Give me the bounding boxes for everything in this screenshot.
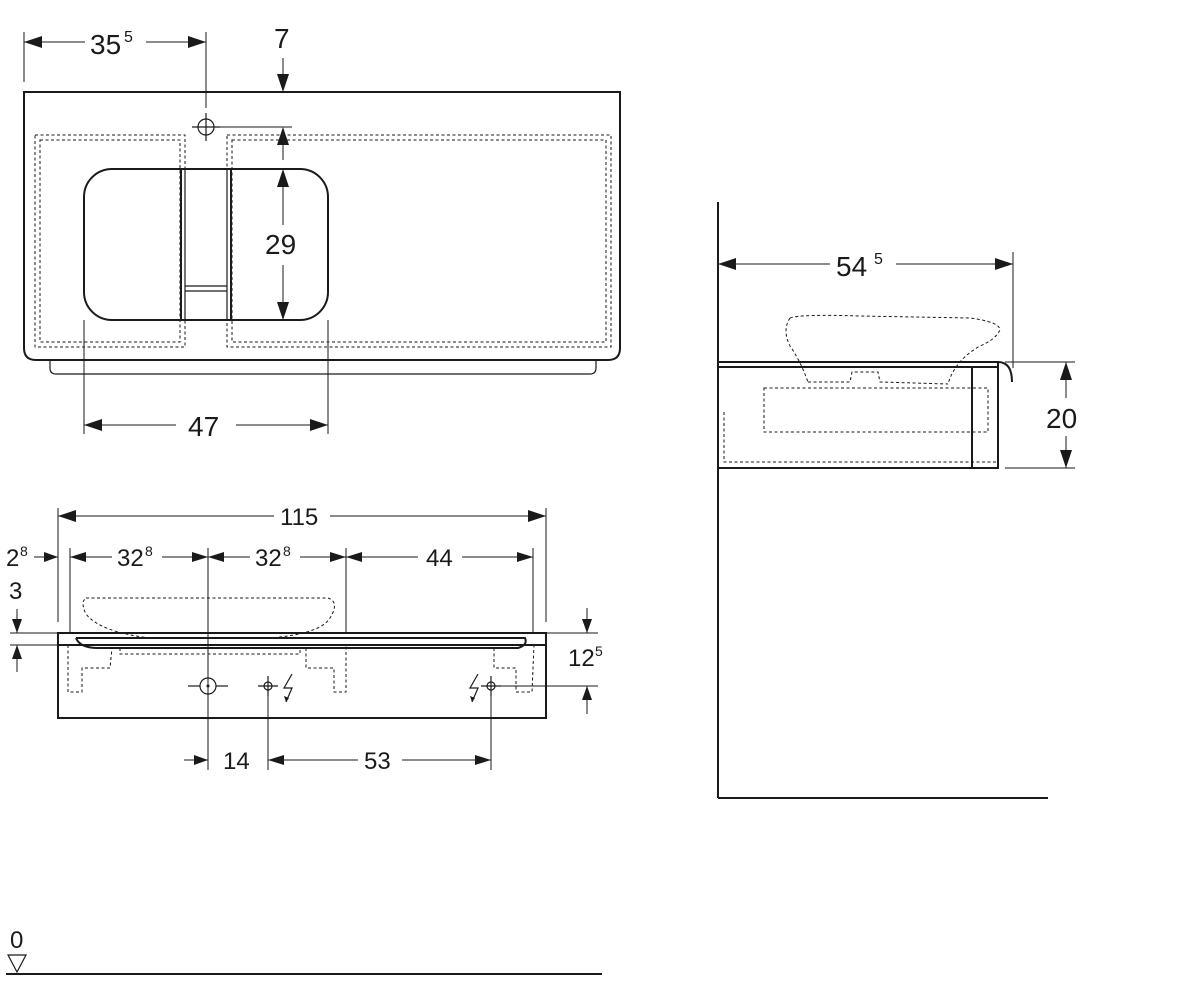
dimension-bowl-width: 47	[84, 411, 328, 442]
dimension-side-depth: 54 5	[718, 251, 1013, 282]
dim-label: 29	[265, 229, 296, 260]
dimension-total-width: 115	[58, 504, 546, 531]
dim-label-sup: 5	[124, 29, 133, 46]
dimension-outlet-offset: 14	[184, 748, 250, 775]
dim-label: 44	[426, 545, 453, 572]
dim-label: 47	[188, 411, 219, 442]
dimension-socket-distance: 53	[268, 748, 491, 775]
floor-level-marker: 0	[6, 927, 602, 975]
front-drawer-right	[305, 645, 347, 693]
level-triangle-icon	[7, 954, 27, 974]
front-basin-rim	[75, 637, 527, 649]
lightning-bolt-icon-right	[468, 673, 479, 703]
dim-label: 12	[568, 645, 595, 672]
dim-label: 53	[364, 748, 391, 775]
front-drawer-far-right	[493, 644, 535, 693]
dimension-left-margin: 2 8	[6, 543, 58, 572]
top-view-outline	[23, 91, 621, 361]
dim-label: 14	[223, 748, 250, 775]
dim-label-sup: 8	[283, 543, 291, 559]
dim-label: 7	[274, 23, 290, 54]
dimension-top-edge: 7	[274, 23, 290, 160]
left-drawer-inner	[39, 139, 181, 343]
dim-label: 35	[90, 29, 121, 60]
dimension-right-half: 32 8	[208, 543, 346, 572]
dim-label: 115	[280, 504, 318, 531]
dim-label-sup: 5	[595, 643, 603, 659]
dim-label: 32	[117, 545, 144, 572]
front-drawer-mid	[119, 648, 301, 655]
side-front-edge	[997, 361, 1013, 383]
tap-hole-icon	[192, 113, 220, 141]
dimension-outlet-height: 12 5	[568, 608, 603, 714]
dim-label-sup: 5	[874, 251, 883, 268]
front-view: 115 2 8 32 8 32 8	[6, 504, 603, 775]
top-view: 35 5 7 29 47	[23, 23, 621, 442]
dim-label: 2	[6, 545, 19, 572]
basin-bowl	[83, 168, 329, 321]
floor-level-label: 0	[10, 927, 23, 954]
dim-label: 32	[255, 545, 282, 572]
dim-label: 3	[9, 578, 22, 605]
socket-right-icon	[481, 676, 501, 696]
dimension-top-left-offset: 35 5	[24, 29, 206, 60]
dimension-top-thickness: 3	[9, 578, 22, 672]
left-drawer-outline	[34, 134, 186, 348]
side-view: 54 5 20	[717, 202, 1077, 799]
dim-label: 54	[836, 251, 867, 282]
lightning-bolt-icon	[282, 673, 293, 703]
dimension-bowl-depth: 29	[265, 169, 296, 320]
dim-label: 20	[1046, 403, 1077, 434]
side-cabinet	[717, 361, 999, 469]
dimension-side-height: 20	[1046, 362, 1077, 468]
dim-label-sup: 8	[145, 543, 153, 559]
side-drawer-outline	[763, 387, 989, 433]
front-drawer-left	[67, 645, 113, 693]
dimension-right-section: 44	[346, 545, 533, 572]
socket-left-icon	[258, 676, 278, 696]
dimension-left-half: 32 8	[70, 543, 208, 572]
front-basin-outline	[82, 597, 335, 639]
side-basin-outline	[785, 314, 1001, 385]
top-view-lip	[49, 360, 597, 375]
side-inner-outline	[723, 412, 998, 463]
dim-label-sup: 8	[20, 543, 28, 559]
